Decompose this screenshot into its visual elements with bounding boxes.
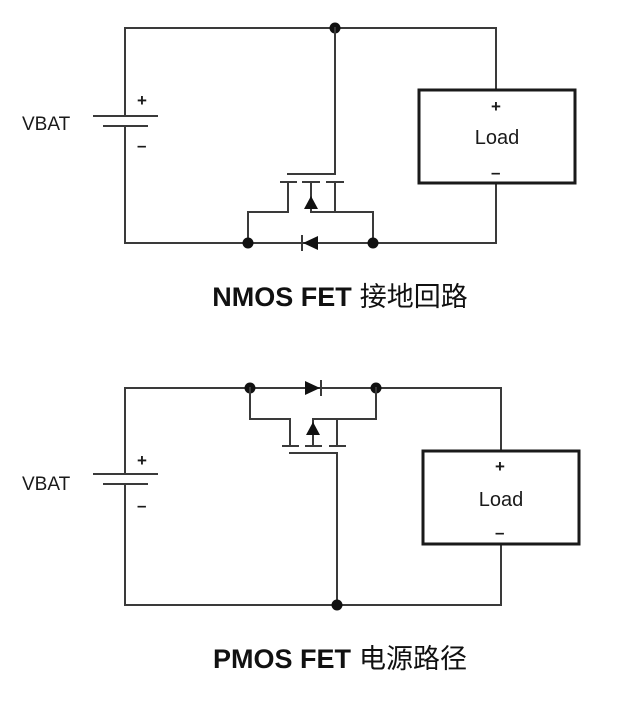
- battery-label: VBAT: [22, 474, 71, 495]
- diode-arrow-icon: [303, 236, 318, 250]
- nmos-caption: NMOS FET 接地回路: [212, 282, 468, 312]
- pmos-mosfet: [249, 387, 377, 606]
- pmos-battery: VBAT + –: [22, 451, 158, 515]
- nmos-battery: VBAT + –: [22, 91, 158, 155]
- caption-cn: 电源路径: [359, 644, 467, 674]
- pmos-drain-wire: [249, 387, 291, 447]
- pmos-left-top-wire: [124, 387, 251, 475]
- nmos-drain-wire: [310, 211, 374, 244]
- nmos-left-top-wire: [124, 27, 497, 117]
- diode-arrow-icon: [305, 381, 320, 395]
- pmos-bottom-wire: [124, 483, 502, 606]
- battery-plus-sign: +: [137, 451, 147, 470]
- battery-plus-sign: +: [137, 91, 147, 110]
- load-plus-sign: +: [495, 457, 505, 476]
- junction-dot: [331, 599, 343, 611]
- caption-cn: 接地回路: [360, 282, 468, 312]
- pmos-right-top-wire: [375, 387, 502, 451]
- pmos-source-wire: [312, 387, 377, 447]
- pmos-gate-wire: [289, 452, 338, 606]
- battery-label: VBAT: [22, 114, 71, 135]
- junction-dot: [242, 237, 254, 249]
- load-box: [417, 88, 577, 185]
- nmos-load: + Load –: [417, 88, 577, 185]
- junction-dot: [367, 237, 379, 249]
- nmos-left-bottom-wire: [124, 125, 249, 244]
- load-minus-sign: –: [491, 163, 500, 182]
- battery-minus-sign: –: [137, 136, 146, 155]
- nmos-gate-wire: [287, 27, 336, 175]
- nmos-circuit: VBAT + –: [22, 22, 577, 312]
- nmos-right-bottom-wire: [372, 182, 497, 244]
- pmos-diode: [305, 380, 322, 396]
- pmos-load: + Load –: [421, 449, 581, 546]
- load-plus-sign: +: [491, 97, 501, 116]
- nmos-diode: [301, 235, 318, 251]
- caption-bold: NMOS FET: [212, 282, 352, 312]
- load-box: [421, 449, 581, 546]
- body-diode-arrow-icon: [306, 422, 320, 435]
- load-minus-sign: –: [495, 523, 504, 542]
- nmos-mosfet: [247, 181, 374, 244]
- load-label: Load: [475, 127, 520, 149]
- load-label: Load: [479, 489, 524, 511]
- pmos-circuit: VBAT + – +: [22, 380, 581, 674]
- caption-bold: PMOS FET: [213, 644, 352, 674]
- body-diode-arrow-icon: [304, 196, 318, 209]
- battery-minus-sign: –: [137, 496, 146, 515]
- nmos-source-wire: [247, 181, 289, 244]
